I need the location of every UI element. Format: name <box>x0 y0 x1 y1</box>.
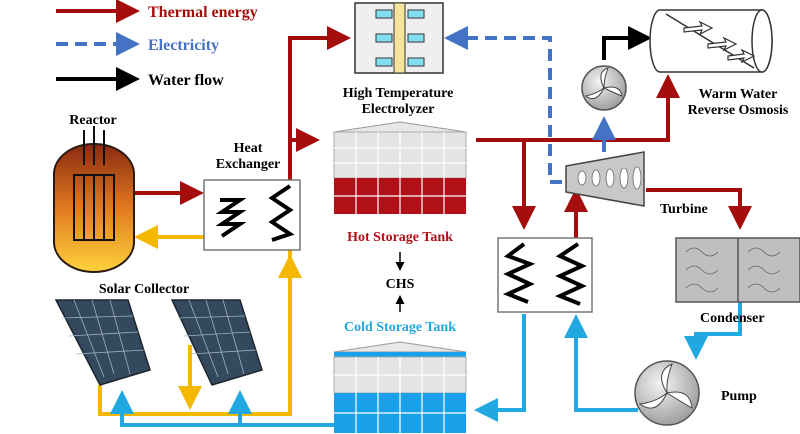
warm-water-label-1: Warm Water <box>699 87 778 102</box>
heat-exchanger-right <box>497 237 593 313</box>
reactor-label: Reactor <box>69 113 116 128</box>
legend-water-label: Water flow <box>148 72 224 89</box>
turbine-label: Turbine <box>660 202 708 217</box>
electrolyzer-label-2: Electrolyzer <box>362 102 435 117</box>
turbine: Turbine <box>565 151 708 217</box>
solar-collector-label: Solar Collector <box>99 282 189 297</box>
solar-collector-right <box>170 299 263 386</box>
solar-loop <box>98 225 302 416</box>
hot-storage-tank: Hot Storage Tank <box>333 121 467 245</box>
water-lines <box>602 26 652 60</box>
cold-storage-tank: Cold Storage Tank <box>333 320 467 433</box>
thermal-lines <box>134 26 752 240</box>
reactor: Reactor <box>53 113 135 273</box>
electrolyzer-label-1: High Temperature <box>343 86 454 101</box>
electricity-lines <box>444 26 616 184</box>
solar-collector-left <box>54 299 151 386</box>
legend-thermal-label: Thermal energy <box>148 4 258 21</box>
cold-loop <box>110 302 742 427</box>
electrolyzer: High Temperature Electrolyzer <box>343 2 454 117</box>
generator-fan <box>581 65 627 111</box>
reverse-osmosis: Warm Water Reverse Osmosis <box>649 9 789 118</box>
pump-label: Pump <box>721 389 757 404</box>
condenser: Condenser <box>675 237 800 326</box>
chs-label: CHS <box>386 277 415 292</box>
warm-water-label-2: Reverse Osmosis <box>688 103 789 118</box>
legend-electricity-label: Electricity <box>148 37 219 54</box>
condenser-label: Condenser <box>700 311 765 326</box>
cold-tank-label: Cold Storage Tank <box>344 320 456 335</box>
hot-tank-label: Hot Storage Tank <box>347 230 453 245</box>
chs-block: CHS <box>386 252 415 312</box>
heat-exchanger-left: Heat Exchanger <box>203 141 301 251</box>
legend: Thermal energy Electricity Water flow <box>56 0 258 91</box>
pump: Pump <box>634 360 757 426</box>
heat-exchanger-label-2: Exchanger <box>216 157 281 172</box>
heat-exchanger-label-1: Heat <box>234 141 263 156</box>
